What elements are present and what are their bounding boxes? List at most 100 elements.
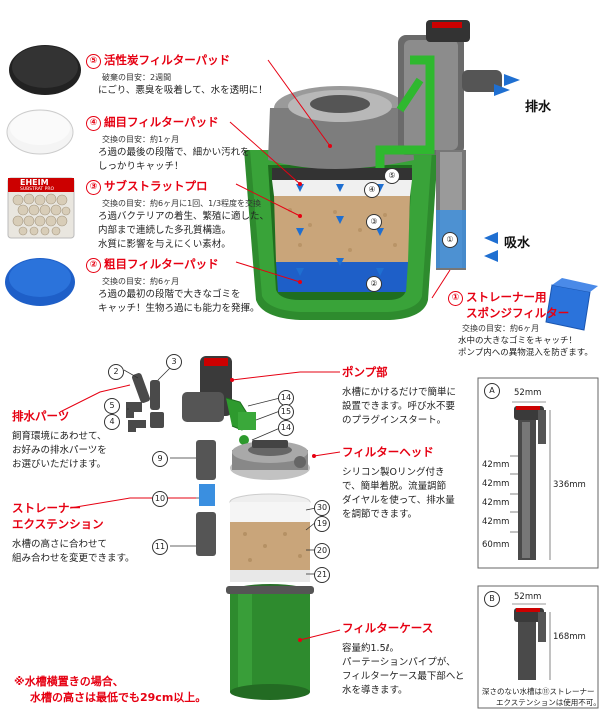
part-number-11: 11 — [152, 539, 168, 555]
filter-case-desc: 水を導きます。 — [342, 685, 408, 696]
strainer-title-line2: スポンジフィルター — [466, 306, 570, 320]
outlet-parts-desc: お好みの排水パーツを — [12, 445, 107, 456]
pump-block: ポンプ部 水槽にかけるだけで簡単に 設置できます。呼び水不要 のプラグインスター… — [342, 364, 456, 428]
substrat-pro-image — [7, 177, 75, 239]
strainer-extension-block: ストレーナー エクステンション 水槽の高さに合わせて 組み合わせを変更できます。 — [12, 500, 135, 566]
part-number-3: 3 — [166, 354, 182, 370]
filter-head-desc: ダイヤルを使って、排水量 — [342, 495, 455, 506]
media-replace-guide: 破棄の目安：2週間 — [102, 73, 172, 82]
diagram-number-1: ① — [442, 232, 458, 248]
filter-case-desc: 容量約1.5ℓ。 — [342, 643, 400, 654]
diagram-number-2: ② — [366, 276, 382, 292]
dimension-b-note-line: エクステンションは使用不可。 — [496, 698, 600, 707]
diagram-number-5: ⑤ — [384, 168, 400, 184]
diagram-number-3: ③ — [366, 214, 382, 230]
dimension-a-seg-3: 42mm — [482, 498, 510, 508]
media-desc: ろ過バクテリアの着生、繁殖に適した、 — [98, 211, 270, 222]
filter-head-desc: で、簡単着脱。流量調節 — [342, 481, 447, 492]
filter-head-image — [230, 440, 310, 480]
filter-case-desc: フィルターケース最下部へと — [342, 671, 465, 682]
part-number-21: 21 — [314, 567, 330, 583]
dimension-b-label: B — [484, 591, 500, 607]
extension-desc: 水槽の高さに合わせて — [12, 539, 108, 550]
strainer-number: ① — [448, 291, 463, 306]
part-number-30: 30 — [314, 500, 330, 516]
part-number-14b: 14 — [278, 420, 294, 436]
media-number: ④ — [86, 116, 101, 131]
strainer-desc: ポンプ内への異物混入を防ぎます。 — [458, 348, 593, 358]
dimension-a-seg-1: 42mm — [482, 460, 510, 470]
dimension-a-seg-2: 42mm — [482, 479, 510, 489]
dimension-a-height: 336mm — [553, 480, 586, 490]
part-number-2: 2 — [108, 364, 124, 380]
extension-sponge-10 — [199, 484, 215, 506]
dimension-b-height: 168mm — [553, 632, 586, 642]
media-number: ⑤ — [86, 54, 101, 69]
part-number-9: 9 — [152, 451, 168, 467]
strainer-sponge-image — [545, 278, 598, 331]
outlet-parts-block: 排水パーツ 飼育環境にあわせて、 お好みの排水パーツを お選びいただけます。 — [12, 408, 107, 472]
filter-cutaway-diagram — [244, 20, 502, 320]
extension-desc: 組み合わせを変更できます。 — [12, 553, 135, 564]
part-number-15: 15 — [278, 404, 294, 420]
pump-desc: 水槽にかけるだけで簡単に — [342, 387, 457, 398]
pump-title: ポンプ部 — [342, 365, 388, 379]
filter-head-desc: シリコン製Oリング付き — [342, 467, 445, 478]
filter-head-desc: を調節できます。 — [342, 509, 418, 520]
dimension-a-label: A — [484, 383, 500, 399]
media-number: ③ — [86, 180, 101, 195]
media-replace-guide: 交換の目安：約1ヶ月 — [102, 135, 180, 144]
media-title: 粗目フィルターパッド — [104, 257, 219, 271]
media-desc: 内部まで連続した多孔質構造。 — [98, 225, 232, 236]
media-replace-guide: 交換の目安：約6ヶ月 — [102, 277, 180, 286]
extension-title-line2: エクステンション — [12, 517, 104, 531]
strainer-title: ストレーナー用 — [466, 290, 547, 304]
media-desc: ろ過の最後の段階で、細かい汚れを — [98, 147, 250, 158]
filter-case-image — [226, 584, 314, 700]
inlet-label: 吸水 — [504, 236, 531, 251]
media-title: 活性炭フィルターパッド — [104, 53, 231, 67]
diagram-number-4: ④ — [364, 182, 380, 198]
outlet-label: 排水 — [525, 100, 552, 115]
filter-head-block: フィルターヘッド シリコン製Oリング付き で、簡単着脱。流量調節 ダイヤルを使っ… — [342, 444, 455, 522]
part-number-10: 10 — [152, 491, 168, 507]
substrat-brand: EHEIM — [20, 178, 49, 187]
part-number-20: 20 — [314, 543, 330, 559]
extension-part-11 — [196, 512, 216, 556]
flow-arrows — [296, 74, 520, 276]
extension-part-9 — [196, 440, 216, 480]
media-title: 細目フィルターパッド — [104, 115, 219, 129]
dimension-diagram-a — [477, 377, 599, 569]
media-replace-guide: 交換の目安：約6ヶ月に1回、1/3程度を交換 — [102, 199, 262, 208]
outlet-parts-desc: お選びいただけます。 — [12, 459, 107, 470]
dimension-a-seg-4: 42mm — [482, 517, 510, 527]
media-desc: 水質に影響を与えにくい素材。 — [98, 239, 231, 250]
media-desc: ろ過の最初の段階で大きなゴミを — [98, 289, 241, 300]
media-desc: にごり、悪臭を吸着して、水を透明に！ — [98, 85, 268, 96]
filter-case-block: フィルターケース 容量約1.5ℓ。 パーテーションパイプが、 フィルターケース最… — [342, 620, 464, 698]
dimension-a-width: 52mm — [514, 388, 542, 398]
outlet-parts-desc: 飼育環境にあわせて、 — [12, 431, 107, 442]
strainer-desc: 水中の大きなゴミをキャッチ！ — [458, 336, 578, 346]
note-line: ※水槽横置きの場合、 — [14, 675, 124, 688]
part-number-19: 19 — [314, 516, 330, 532]
media-desc: しっかりキャッチ！ — [98, 161, 184, 172]
filter-head-title: フィルターヘッド — [342, 445, 434, 459]
extension-title: ストレーナー — [12, 501, 81, 515]
filter-case-title: フィルターケース — [342, 621, 434, 635]
dimension-b-note: 深さのない水槽は⑪ストレーナー エクステンションは使用不可。 — [482, 686, 600, 708]
dimension-a-seg-5: 60mm — [482, 540, 510, 550]
dimension-b-note-line: 深さのない水槽は⑪ストレーナー — [482, 687, 595, 696]
note-line: 水槽の高さは最低でも29cm以上。 — [30, 691, 207, 704]
part-number-14a: 14 — [278, 390, 294, 406]
pump-unit-image — [182, 356, 256, 445]
strainer-replace-guide: 交換の目安：約6ヶ月 — [462, 324, 540, 333]
part-number-4: 4 — [104, 414, 120, 430]
pump-desc: 設置できます。呼び水不要 — [342, 401, 456, 412]
